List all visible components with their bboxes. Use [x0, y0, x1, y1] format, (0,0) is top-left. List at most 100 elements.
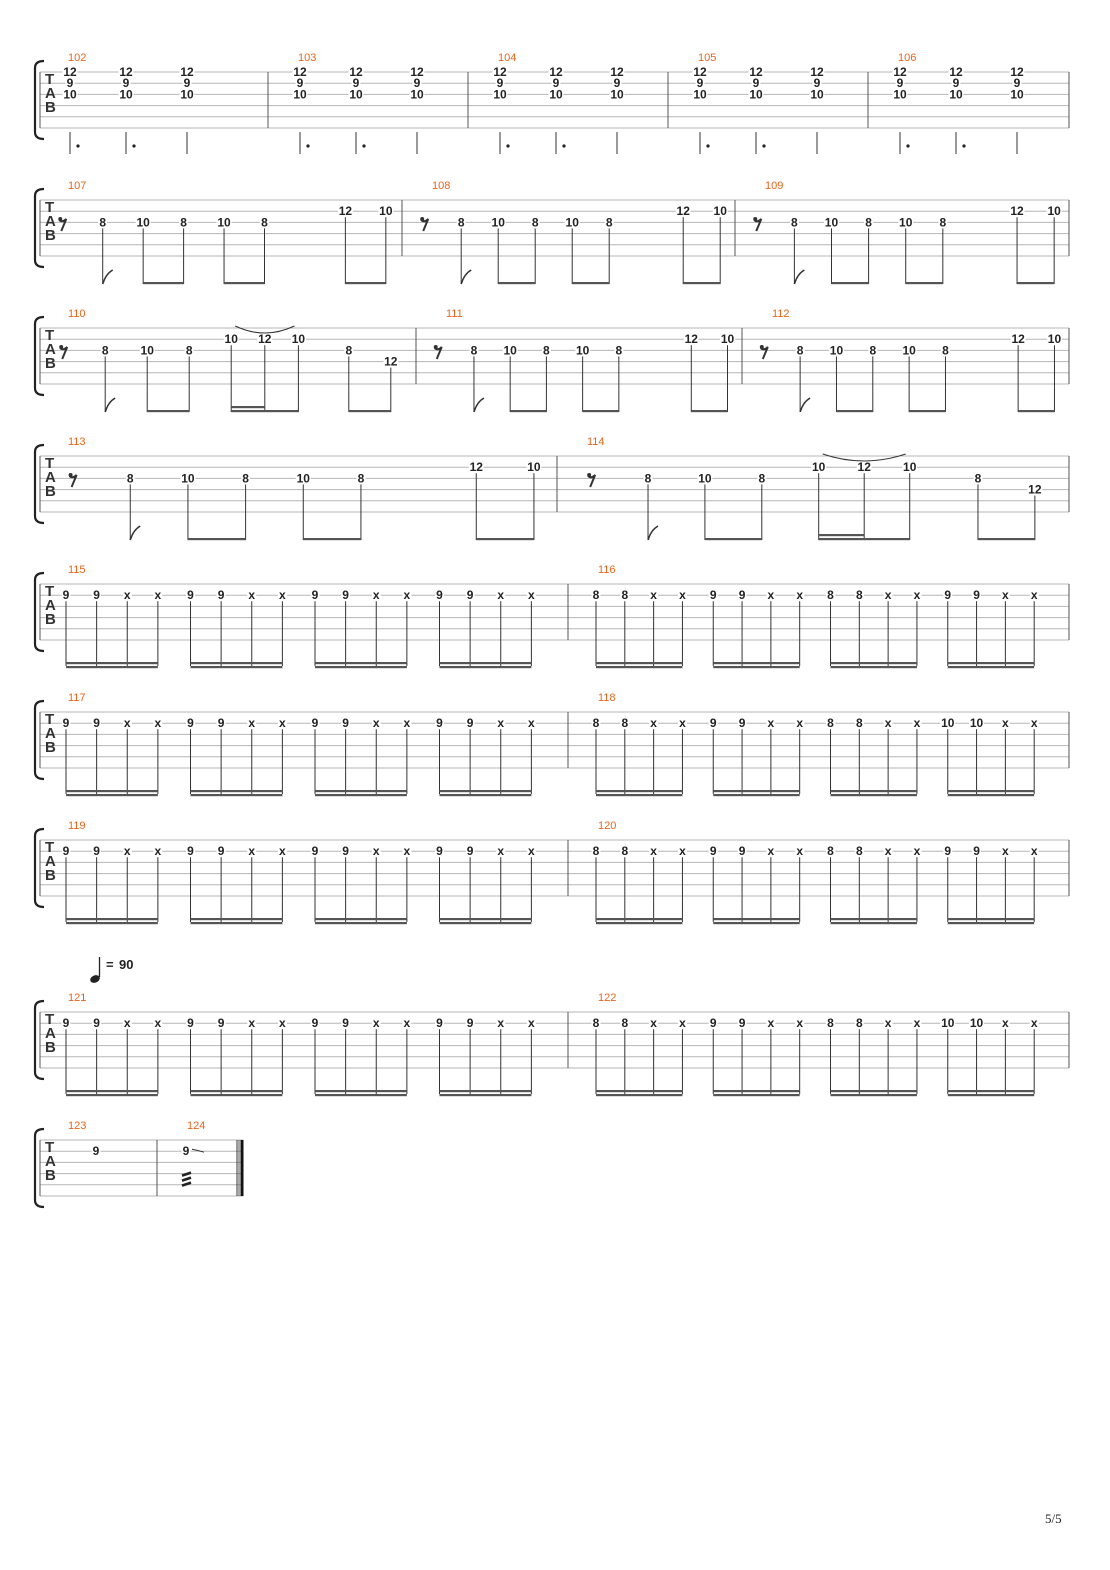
fret-background	[371, 718, 381, 729]
note-beam	[143, 282, 184, 285]
fret-background	[223, 334, 239, 345]
fret-background	[708, 1018, 718, 1029]
tab-clef-letter: T	[45, 71, 54, 88]
fret-number: 8	[621, 588, 628, 602]
dead-note: x	[796, 1016, 803, 1030]
fret-number: 9	[436, 844, 443, 858]
fret-background	[649, 718, 659, 729]
fret-number: 8	[345, 343, 352, 357]
fret-number: 12	[949, 65, 963, 79]
note-beam	[439, 666, 532, 669]
note-beam	[315, 790, 407, 793]
fret-number: 12	[549, 65, 563, 79]
tab-clef-letter: B	[45, 227, 56, 244]
fret-number: 10	[721, 332, 735, 346]
fret-number: 9	[218, 588, 225, 602]
fret-background	[186, 718, 195, 729]
note-beam	[190, 666, 283, 669]
tab-clef-letter: T	[45, 199, 54, 216]
fret-background	[465, 846, 475, 857]
fret-background	[591, 1018, 601, 1029]
eighth-flag-icon	[101, 269, 114, 285]
fret-background	[292, 89, 308, 100]
fret-background	[247, 590, 257, 601]
fret-number: 9	[897, 76, 904, 90]
fret-background	[795, 846, 805, 857]
note-beam	[830, 1094, 917, 1097]
fret-background	[892, 89, 908, 100]
fret-number: 8	[791, 215, 798, 229]
note-beam	[947, 918, 1035, 921]
fret-background	[184, 345, 194, 356]
note-beam	[818, 534, 865, 537]
fret-number: 10	[810, 87, 824, 101]
fret-background	[883, 846, 893, 857]
fret-background	[139, 345, 155, 356]
fret-background	[892, 67, 908, 77]
fret-background	[356, 473, 366, 484]
fret-background	[708, 718, 718, 729]
fret-number: 10	[941, 1016, 955, 1030]
fret-number: 10	[899, 215, 913, 229]
fret-number: 9	[218, 844, 225, 858]
system-bracket	[33, 999, 45, 1081]
fret-background	[216, 590, 226, 601]
tremolo-stroke	[181, 1181, 192, 1187]
note-beam	[713, 922, 800, 925]
fret-number: 10	[825, 215, 839, 229]
fret-background	[492, 89, 508, 100]
note-beam	[348, 410, 391, 413]
eighth-flag-icon	[104, 397, 116, 413]
note-beam	[303, 538, 361, 541]
fret-background	[341, 1018, 351, 1029]
fret-number: 10	[903, 460, 917, 474]
fret-number: 8	[458, 215, 465, 229]
fret-background	[969, 718, 985, 729]
dead-note: x	[155, 716, 162, 730]
measure-number: 103	[298, 52, 316, 64]
fret-number: 9	[312, 844, 319, 858]
fret-number: 8	[593, 716, 600, 730]
fret-number: 8	[127, 471, 134, 485]
fret-background	[465, 1018, 475, 1029]
fret-background	[179, 89, 195, 100]
fret-background	[591, 718, 601, 729]
dead-note: x	[1002, 844, 1009, 858]
fret-background	[61, 718, 71, 729]
dead-note: x	[248, 844, 255, 858]
measure-number: 120	[598, 820, 616, 832]
fret-number: 8	[856, 716, 863, 730]
eighth-rest-dot	[68, 473, 73, 477]
fret-background	[465, 590, 475, 601]
measure-number: 117	[68, 692, 86, 704]
dead-note: x	[279, 844, 286, 858]
note-beam	[66, 922, 158, 925]
fret-background	[912, 718, 922, 729]
fret-background	[649, 590, 659, 601]
fret-number: 10	[949, 87, 963, 101]
fret-number: 12	[384, 355, 398, 369]
tab-clef-letter: A	[45, 725, 56, 742]
fret-background	[402, 1018, 412, 1029]
fret-background	[526, 462, 542, 473]
fret-background	[883, 718, 893, 729]
fret-background	[383, 356, 399, 367]
fret-background	[854, 846, 864, 857]
fret-number: 10	[970, 1016, 984, 1030]
measure-number: 112	[772, 308, 790, 320]
dead-note: x	[679, 716, 686, 730]
fret-background	[826, 590, 835, 601]
fret-background	[526, 1018, 536, 1029]
fret-background	[677, 846, 687, 857]
note-beam	[704, 538, 762, 541]
fret-number: 8	[869, 343, 876, 357]
fret-number: 8	[975, 471, 982, 485]
dead-note: x	[404, 588, 411, 602]
dead-note: x	[124, 716, 131, 730]
page-number: 5/5	[1045, 1511, 1062, 1526]
fret-background	[812, 78, 822, 89]
system-bracket	[33, 571, 45, 653]
dead-note: x	[124, 844, 131, 858]
